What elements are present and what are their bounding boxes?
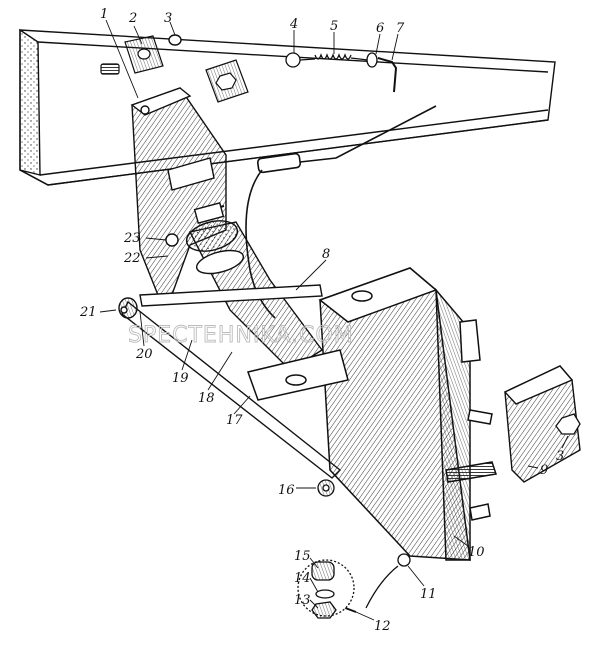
callout-2: 2 bbox=[128, 11, 137, 26]
callout-7: 7 bbox=[396, 21, 405, 36]
bolt-part-16 bbox=[317, 479, 335, 497]
main-body-part-10 bbox=[247, 267, 497, 561]
callout-22: 22 bbox=[123, 251, 141, 266]
callout-21: 21 bbox=[79, 305, 97, 320]
callout-1: 1 bbox=[100, 7, 108, 22]
callout-5: 5 bbox=[330, 19, 338, 34]
callout-13: 13 bbox=[294, 593, 311, 608]
bolt-assembly-13-15 bbox=[297, 559, 355, 619]
callout-20: 20 bbox=[135, 347, 153, 362]
plate-part-2 bbox=[124, 35, 164, 74]
callout-3-right: 3 bbox=[556, 449, 564, 464]
callout-3-top: 3 bbox=[164, 11, 172, 26]
callout-14: 14 bbox=[294, 571, 311, 586]
callout-10: 10 bbox=[468, 545, 485, 560]
nut-plate bbox=[205, 59, 249, 103]
callout-12: 12 bbox=[374, 619, 391, 634]
callout-16: 16 bbox=[278, 483, 295, 498]
callout-4: 4 bbox=[289, 17, 298, 32]
nut-part-3-right bbox=[555, 413, 581, 435]
link-rods bbox=[118, 284, 342, 479]
callout-9: 9 bbox=[540, 463, 548, 478]
callout-19: 19 bbox=[172, 371, 189, 386]
bolt-stud bbox=[100, 63, 120, 75]
callout-8: 8 bbox=[322, 247, 330, 262]
washer-part-3-top bbox=[168, 34, 182, 46]
clamp-part-9 bbox=[503, 365, 581, 483]
spring-assembly bbox=[285, 52, 398, 93]
callout-23: 23 bbox=[123, 231, 141, 246]
bracket-part-1 bbox=[130, 87, 227, 301]
callout-11: 11 bbox=[420, 587, 437, 602]
leader-lines bbox=[99, 19, 569, 621]
callout-17: 17 bbox=[226, 413, 243, 428]
callout-6: 6 bbox=[376, 21, 384, 36]
callout-labels: 1 2 3 4 5 6 7 23 22 8 21 20 19 18 17 16 … bbox=[79, 7, 564, 634]
watermark-text: SPECTEHNIKA.COM bbox=[128, 323, 354, 348]
callout-18: 18 bbox=[198, 391, 215, 406]
callout-15: 15 bbox=[294, 549, 311, 564]
